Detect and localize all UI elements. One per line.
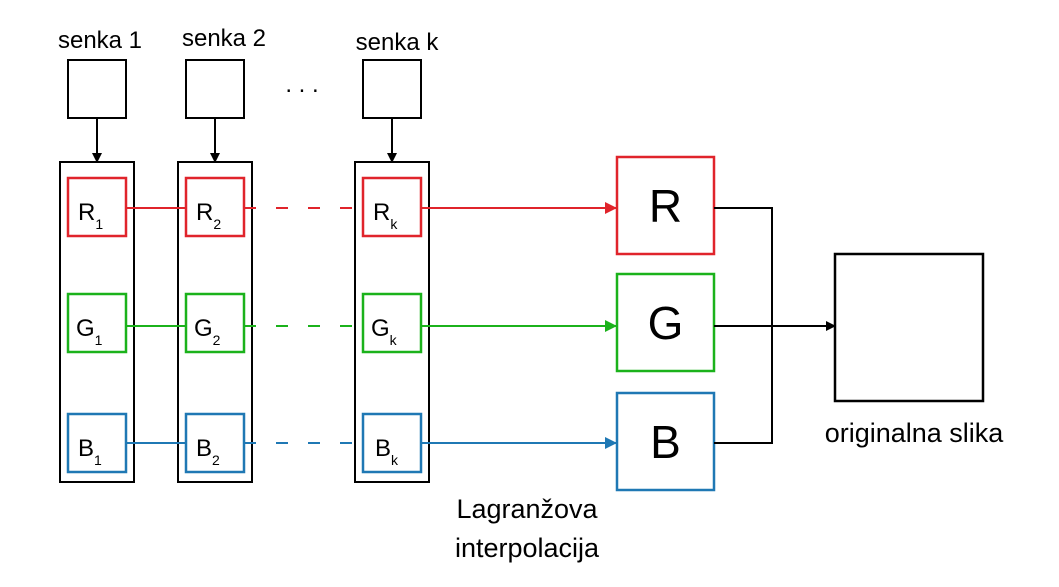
share-k-blue-channel-label: Bk bbox=[375, 435, 399, 468]
share-1-red-channel-box bbox=[66, 176, 128, 238]
reconstructed-red-box bbox=[615, 155, 716, 256]
share-k-red-channel-label: Rk bbox=[373, 199, 398, 232]
share-1-red-channel-label: R1 bbox=[78, 199, 103, 232]
reconstructed-blue-box bbox=[615, 391, 716, 492]
share-2-red-channel-label: R2 bbox=[196, 199, 221, 232]
reconstructed-blue-label: B bbox=[650, 416, 681, 468]
share-2-red-channel-box bbox=[184, 176, 246, 238]
share-1-label: senka 1 bbox=[58, 27, 142, 54]
share-k-green-channel-box bbox=[361, 292, 423, 354]
share-k-blue-channel-box bbox=[361, 412, 423, 474]
share-k-channel-column bbox=[354, 161, 430, 483]
share-k-green-channel-label: Gk bbox=[371, 315, 398, 348]
original-image-box bbox=[833, 252, 985, 403]
share-1-blue-channel-label: B1 bbox=[78, 435, 102, 468]
share-2-image-box bbox=[185, 59, 245, 119]
share-2-label: senka 2 bbox=[182, 25, 266, 52]
share-1-green-channel-label: G1 bbox=[76, 315, 103, 348]
reconstructed-green-box bbox=[615, 272, 716, 373]
original-image-label: originalna slika bbox=[825, 418, 1005, 448]
share-k-red-channel-box bbox=[361, 176, 423, 238]
share-2-green-channel-box bbox=[184, 292, 246, 354]
share-1-green-channel-box bbox=[66, 292, 128, 354]
interpolation-label-line-1: Lagranžova bbox=[456, 494, 598, 524]
share-2-blue-channel-box bbox=[184, 412, 246, 474]
share-1-image-box bbox=[67, 59, 127, 119]
reconstructed-green-label: G bbox=[648, 297, 684, 349]
share-2-blue-channel-label: B2 bbox=[196, 435, 220, 468]
share-k-label: senka k bbox=[356, 29, 440, 56]
interpolation-label-line-2: interpolacija bbox=[455, 533, 600, 563]
share-k-image-box bbox=[362, 59, 422, 119]
share-1-channel-column bbox=[59, 161, 135, 483]
share-2-channel-column bbox=[177, 161, 253, 483]
share-1-blue-channel-box bbox=[66, 412, 128, 474]
reconstructed-red-label: R bbox=[649, 180, 682, 232]
top-ellipsis: . . . bbox=[285, 71, 318, 98]
share-2-green-channel-label: G2 bbox=[194, 315, 221, 348]
